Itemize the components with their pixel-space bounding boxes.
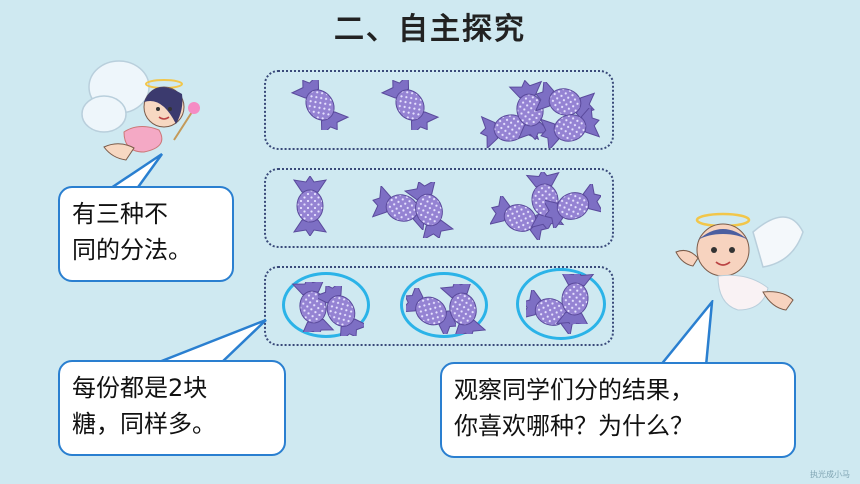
candy-icon [540, 108, 600, 148]
speech-bubble-three-ways: 有三种不 同的分法。 [58, 186, 234, 282]
candy-icon [545, 184, 601, 228]
bubble-tail [658, 300, 714, 366]
watermark: 执光成小马 [810, 470, 850, 479]
fairy-icon [81, 60, 200, 161]
candy-icon [290, 80, 350, 130]
bubble-text-line-2: 糖，同样多。 [72, 410, 216, 438]
bubble-text-line-2: 你喜欢哪种？为什么？ [454, 412, 694, 440]
speech-bubble-question: 观察同学们分的结果， 你喜欢哪种？为什么？ [440, 362, 796, 458]
speech-bubble-two-each: 每份都是2块 糖，同样多。 [58, 360, 286, 456]
bubble-text-line-1: 每份都是2块 [72, 374, 208, 402]
group-ring-3 [516, 268, 606, 340]
candy-icon [440, 284, 486, 334]
group-ring-2 [400, 272, 488, 338]
candy-icon [404, 182, 454, 238]
group-ring-1 [282, 272, 370, 338]
candy-icon [555, 274, 595, 324]
bubble-tail [105, 152, 164, 190]
bubble-tail [153, 318, 267, 364]
candy-row-1 [264, 70, 614, 150]
candy-row-2 [264, 168, 614, 248]
bubble-text-line-1: 有三种不 [72, 200, 168, 228]
bubble-text-line-2: 同的分法。 [72, 236, 192, 264]
page-title: 二、自主探究 [334, 12, 526, 47]
candy-icon [380, 80, 440, 130]
candy-icon [293, 176, 327, 236]
candy-icon [318, 286, 364, 336]
candy-row-3 [264, 266, 614, 346]
angel-icon [675, 212, 804, 311]
bubble-text-line-1: 观察同学们分的结果， [454, 376, 694, 404]
